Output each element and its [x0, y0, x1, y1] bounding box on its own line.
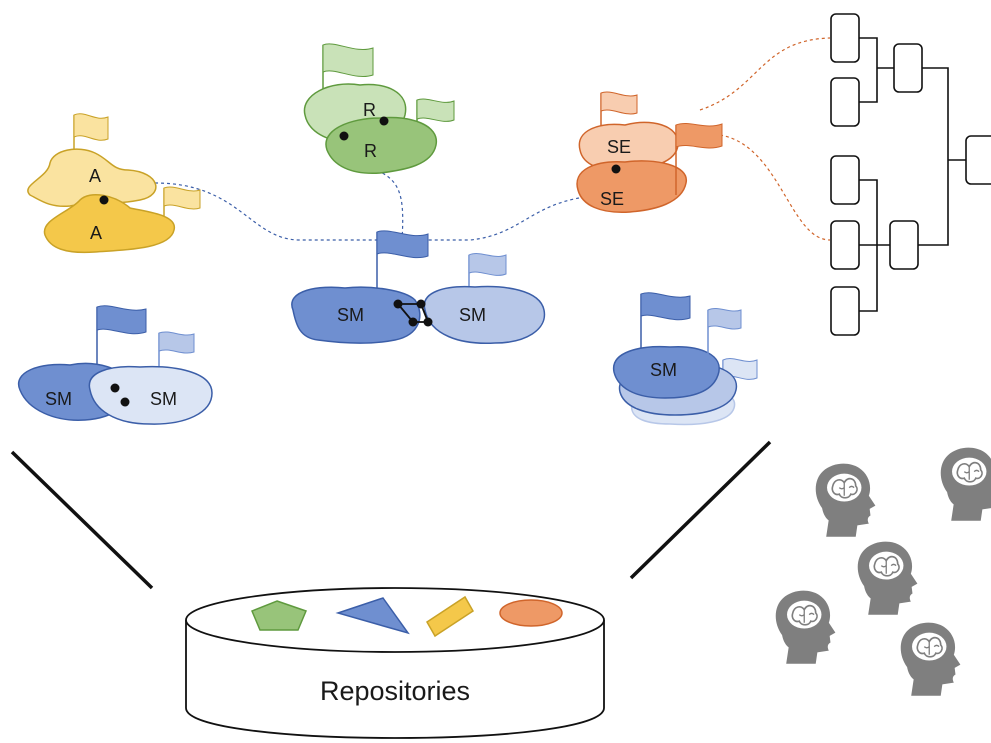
flag-icon	[322, 43, 374, 120]
a-bottom-label: A	[90, 223, 102, 243]
orange-se-group: SE SE	[576, 91, 723, 214]
yellow-a-group: A A	[27, 113, 201, 254]
pentagon-icon	[251, 600, 308, 631]
link-dot	[379, 116, 389, 126]
tree-leaf-node	[830, 286, 860, 336]
connector-se-to-sm	[469, 196, 586, 241]
sm-center-left-label: SM	[337, 305, 364, 325]
sm-right-front-blob	[613, 345, 720, 399]
triangle-icon	[335, 597, 410, 635]
brain-head-icon	[814, 462, 877, 538]
a-bottom-blob	[43, 193, 175, 254]
right-sm-group: SM	[613, 292, 758, 426]
repository-label: Repositories	[320, 676, 470, 706]
link-connector	[393, 299, 433, 327]
funnel-lines	[10, 440, 772, 590]
sm-left-b-blob	[88, 365, 213, 425]
tree-leaf-node	[830, 77, 860, 127]
flag-icon	[640, 292, 691, 360]
r-top-label: R	[363, 100, 376, 120]
tree-root-node	[965, 135, 991, 185]
r-bottom-blob	[325, 116, 437, 174]
tree-mid-node	[889, 220, 919, 270]
flag-icon	[163, 186, 201, 218]
brain-head-icon	[899, 621, 962, 697]
flag-icon	[675, 123, 723, 195]
brain-head-icon	[856, 540, 919, 616]
tree-mid-node	[893, 43, 923, 93]
sm-left-a-label: SM	[45, 389, 72, 409]
flag-icon	[96, 305, 147, 375]
repository-cylinder: Repositories	[185, 587, 605, 739]
connector-a-to-sm	[154, 182, 470, 241]
link-dot	[120, 397, 130, 407]
se-bottom-blob	[576, 160, 687, 214]
sm-center-right-blob	[423, 285, 546, 344]
flag-icon	[707, 307, 742, 360]
experts-group	[774, 446, 991, 697]
link-dot	[339, 131, 349, 141]
sm-center-left-blob	[291, 286, 421, 344]
left-sm-group: SM SM	[17, 305, 213, 425]
connector-lines	[154, 37, 831, 241]
tree-leaf-node	[830, 13, 860, 63]
sm-left-b-label: SM	[150, 389, 177, 409]
connector-se-to-tree-bottom	[719, 134, 831, 241]
tree-structure	[830, 13, 991, 336]
green-r-group: R R	[303, 43, 455, 174]
se-bottom-label: SE	[600, 189, 624, 209]
brain-head-icon	[774, 589, 837, 665]
parallelogram-icon	[425, 595, 475, 638]
a-top-label: A	[89, 166, 101, 186]
r-bottom-label: R	[364, 141, 377, 161]
link-dot	[110, 383, 120, 393]
tree-leaf-node	[830, 155, 860, 205]
link-dot	[99, 195, 109, 205]
sm-right-label: SM	[650, 360, 677, 380]
tree-leaf-node	[830, 220, 860, 270]
connector-r-to-sm	[359, 164, 404, 241]
connector-se-to-tree-top	[699, 37, 831, 111]
link-dot	[611, 164, 621, 174]
a-top-blob	[27, 148, 157, 208]
ellipse-icon	[499, 599, 563, 627]
brain-head-icon	[939, 446, 991, 522]
sm-center-right-label: SM	[459, 305, 486, 325]
center-sm-group: SM SM	[291, 230, 546, 344]
se-top-label: SE	[607, 137, 631, 157]
